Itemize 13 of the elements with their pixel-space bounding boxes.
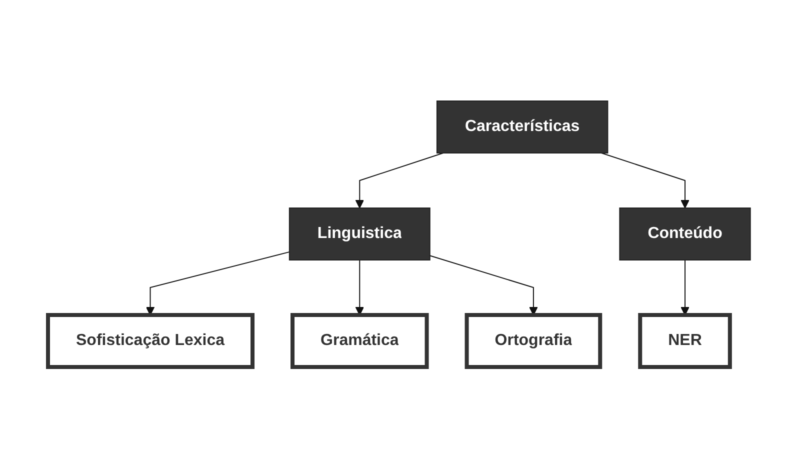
- arrow: [146, 251, 290, 316]
- arrow: [355, 260, 364, 316]
- node-box: NER: [638, 313, 732, 369]
- arrow: [355, 152, 444, 208]
- arrow: [680, 260, 690, 316]
- node-box: Linguistica: [288, 208, 430, 260]
- node-box: Ortografia: [464, 313, 602, 369]
- node-box: Sofisticação Lexica: [46, 313, 254, 369]
- arrow: [429, 255, 538, 316]
- node-box: Características: [436, 100, 608, 154]
- arrow: [600, 152, 690, 208]
- node-box: Conteúdo: [619, 208, 751, 260]
- node-box: Gramática: [290, 313, 429, 369]
